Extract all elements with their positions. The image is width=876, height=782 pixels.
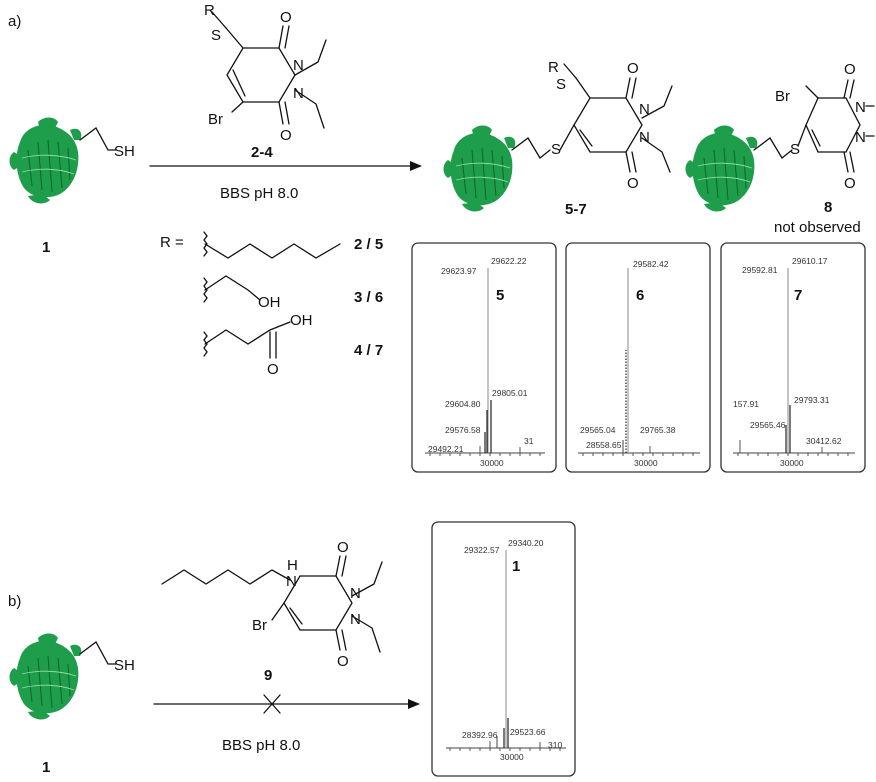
reagent-n2-atom: N bbox=[293, 85, 304, 102]
spectrum-5-peak-2: 29604.80 bbox=[445, 399, 481, 409]
reagent-9-n1-atom: N bbox=[350, 585, 361, 602]
reagent-o2-atom: O bbox=[280, 127, 292, 144]
reagent-2-4-structure bbox=[211, 11, 327, 129]
product-o1-atom: O bbox=[627, 60, 639, 77]
spectrum-7-peak-5: 30412.62 bbox=[806, 436, 842, 446]
thiol-linker-b bbox=[79, 641, 117, 665]
spectrum-7-peak-3: 29793.31 bbox=[794, 395, 830, 405]
product-number-5-7: 5-7 bbox=[565, 201, 587, 218]
spectrum-1-label: 1 bbox=[512, 558, 520, 575]
product-r-atom: R bbox=[548, 59, 559, 76]
spectrum-5-peak-6: 31 bbox=[524, 436, 534, 446]
arrow-head-b bbox=[408, 699, 420, 709]
spectrum-1-axis: 30000 bbox=[500, 752, 524, 762]
reagent-9-h-atom: H bbox=[287, 557, 298, 574]
conditions-b: BBS pH 8.0 bbox=[222, 737, 300, 754]
reagent-9-n2-atom: N bbox=[350, 611, 361, 628]
reagent-number-a: 2-4 bbox=[251, 144, 273, 161]
r-equals: R = bbox=[160, 234, 184, 251]
protein-number-a: 1 bbox=[42, 239, 50, 256]
r-pair-2-5: 2 / 5 bbox=[354, 236, 383, 253]
product-n2-atom: N bbox=[639, 129, 650, 146]
panel-a-label: a) bbox=[8, 13, 21, 30]
spectrum-1: 29322.57 29340.20 28392.96 29523.66 310 … bbox=[431, 521, 576, 777]
spectrum-5-peak-3: 29805.01 bbox=[492, 388, 528, 398]
spectrum-6-peak-2: 29765.38 bbox=[640, 425, 676, 435]
protein-product-5-7 bbox=[443, 125, 516, 212]
product-n1-atom: N bbox=[639, 101, 650, 118]
reagent-s-atom: S bbox=[211, 27, 221, 44]
spectrum-1-peak-0: 29322.57 bbox=[464, 545, 500, 555]
r-group-carbonyl-o: O bbox=[267, 361, 279, 378]
side-n2-atom: N bbox=[855, 129, 866, 146]
panel-b-label: b) bbox=[8, 593, 21, 610]
side-product-number-8: 8 bbox=[824, 199, 832, 216]
spectrum-7-peak-4: 29565.46 bbox=[750, 420, 786, 430]
spectrum-7-peak-2: 157.91 bbox=[733, 399, 759, 409]
spectrum-1-peak-3: 29523.66 bbox=[510, 727, 546, 737]
r-group-oh-2: OH bbox=[290, 312, 313, 329]
conditions-a: BBS pH 8.0 bbox=[220, 185, 298, 202]
spectrum-5-peak-0: 29623.97 bbox=[441, 266, 477, 276]
arrow-head-a bbox=[410, 161, 422, 171]
spectrum-6-label: 6 bbox=[636, 287, 644, 304]
side-product-note: not observed bbox=[774, 219, 861, 236]
side-o1-atom: O bbox=[844, 61, 856, 78]
spectrum-7-axis: 30000 bbox=[780, 458, 804, 468]
side-product-8-structure bbox=[753, 79, 875, 173]
product-s-lower: S bbox=[551, 141, 561, 158]
reagent-r-atom: R bbox=[204, 2, 215, 19]
spectrum-7-peak-1: 29610.17 bbox=[792, 256, 828, 266]
r-group-hydroxyethyl bbox=[203, 275, 261, 303]
protein-1-b bbox=[9, 633, 82, 720]
spectrum-5-axis: 30000 bbox=[480, 458, 504, 468]
spectrum-7-label: 7 bbox=[794, 287, 802, 304]
r-group-carboxypropyl bbox=[203, 321, 291, 359]
side-br-atom: Br bbox=[775, 88, 790, 105]
reagent-br-atom: Br bbox=[208, 111, 223, 128]
protein-side-product-8 bbox=[685, 125, 758, 212]
product-s-upper: S bbox=[556, 76, 566, 93]
spectrum-5-peak-4: 29576.58 bbox=[445, 425, 481, 435]
spectrum-6-peak-1: 29565.04 bbox=[580, 425, 616, 435]
spectrum-1-peak-4: 310 bbox=[548, 740, 562, 750]
reagent-number-9: 9 bbox=[264, 667, 272, 684]
thiol-b: SH bbox=[114, 657, 135, 674]
spectrum-6-axis: 30000 bbox=[634, 458, 658, 468]
protein-1-a bbox=[9, 117, 82, 204]
spectrum-7-peak-0: 29592.81 bbox=[742, 265, 778, 275]
r-group-heptyl bbox=[203, 231, 341, 259]
reagent-o1-atom: O bbox=[280, 9, 292, 26]
r-pair-4-7: 4 / 7 bbox=[354, 342, 383, 359]
no-reaction-cross-icon bbox=[263, 694, 281, 714]
spectrum-1-peak-2: 28392.96 bbox=[462, 730, 498, 740]
r-group-oh-1: OH bbox=[258, 294, 281, 311]
side-s-atom: S bbox=[790, 141, 800, 158]
reagent-9-br-atom: Br bbox=[252, 617, 267, 634]
side-o2-atom: O bbox=[844, 175, 856, 192]
spectrum-7: 29592.81 29610.17 157.91 29793.31 29565.… bbox=[720, 242, 866, 473]
protein-number-b: 1 bbox=[42, 759, 50, 776]
reagent-9-o2-atom: O bbox=[337, 653, 349, 670]
spectrum-6-peak-0: 29582.42 bbox=[633, 259, 669, 269]
spectrum-5-peak-5: 29492.21 bbox=[428, 444, 464, 454]
thiol-a: SH bbox=[114, 143, 135, 160]
side-n1-atom: N bbox=[855, 99, 866, 116]
r-pair-3-6: 3 / 6 bbox=[354, 289, 383, 306]
product-o2-atom: O bbox=[627, 175, 639, 192]
reagent-9-structure bbox=[161, 555, 383, 653]
spectrum-5-peak-1: 29622.22 bbox=[491, 256, 527, 266]
product-5-7-structure bbox=[511, 63, 673, 173]
reagent-n1-atom: N bbox=[293, 57, 304, 74]
spectrum-5: 29623.97 29622.22 29604.80 29805.01 2957… bbox=[411, 242, 557, 473]
reagent-9-nh-atom: N bbox=[286, 573, 297, 590]
spectrum-6: 29582.42 29565.04 29765.38 28558.65 3000… bbox=[565, 242, 711, 473]
spectrum-6-peak-3: 28558.65 bbox=[586, 440, 622, 450]
spectrum-5-label: 5 bbox=[496, 287, 504, 304]
reagent-9-o1-atom: O bbox=[337, 539, 349, 556]
thiol-linker-a bbox=[79, 127, 117, 151]
spectrum-1-peak-1: 29340.20 bbox=[508, 538, 544, 548]
